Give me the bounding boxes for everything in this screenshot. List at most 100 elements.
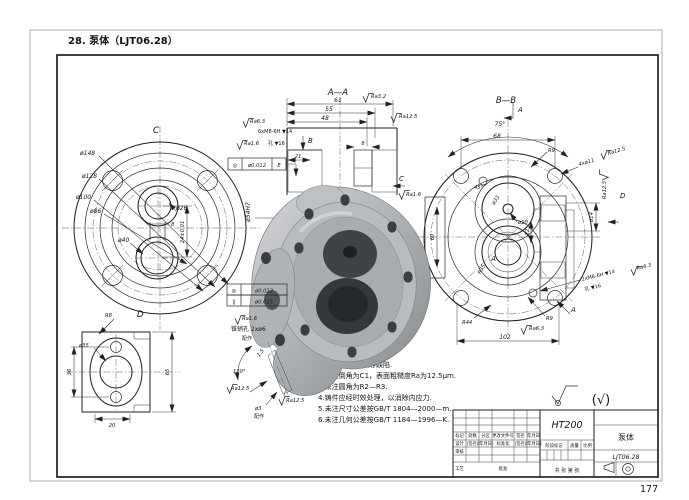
label-a-center: A xyxy=(490,255,496,263)
tb-approve: 批准 xyxy=(499,465,508,472)
tb-sign: 签名 xyxy=(516,432,525,439)
tolerance-frame-concentricity: ◎ ø0.012 E xyxy=(227,157,299,177)
ra63-label: Ra6.3 xyxy=(250,119,265,125)
pin-detail: Ra1.6 锥销孔 2xø6 配作 ◎ ø0.012 ∥ ø0.015 120°… xyxy=(226,283,305,420)
page-trim: 28. 泵体（LJT06.28） 177 xyxy=(29,29,663,495)
note-2: 2.未注倒角为C1，表面粗糙度Ra为12.5μm. xyxy=(318,371,456,380)
label-a-top: A xyxy=(517,106,523,114)
pump-body-3d-render xyxy=(249,185,431,396)
dim-55: 55 xyxy=(325,106,333,113)
label-b: B xyxy=(308,137,313,145)
projection-symbol xyxy=(603,462,634,476)
title-block: 标记 处数 分区 更改文件号 签名 年月日 设计 (签名) (年月日) 标准化 … xyxy=(452,385,659,478)
dim-45deg: 45° xyxy=(474,185,484,191)
bb-gear-chamber xyxy=(474,175,542,286)
dim-phi54h7: ø54H7 xyxy=(245,202,252,223)
tb-part-name: 泵体 xyxy=(618,432,634,442)
title-block-grid xyxy=(453,410,658,463)
ra125-top: Ra12.5 xyxy=(607,146,627,157)
tb-design: 设计 xyxy=(455,440,464,447)
dim-22: 22 xyxy=(525,229,531,236)
fit-note-a: 配作 xyxy=(254,413,264,420)
r8: R8 xyxy=(105,313,113,319)
par-value: ø0.015 xyxy=(254,300,274,306)
ra16-pin: Ra1.6 xyxy=(242,316,258,322)
pin-note: 锥销孔 2xø6 xyxy=(231,325,266,333)
drawing-frame xyxy=(56,54,659,478)
r44: R44 xyxy=(462,320,472,326)
dim-phi26: ø26 xyxy=(175,205,187,212)
finish-paren: (√) xyxy=(592,393,610,408)
label-d-arrow: D xyxy=(620,192,626,200)
label-c-arrow: C xyxy=(399,175,404,183)
dim-key-8: 8 xyxy=(171,222,175,228)
dim-phi3: ø3 xyxy=(254,406,261,412)
tolerance-frame-parallel: ∥ ø0.015 xyxy=(226,294,288,307)
page-caption: 28. 泵体（LJT06.28） xyxy=(68,34,178,47)
bb-side-port xyxy=(539,195,575,301)
tb-count: 处数 xyxy=(468,432,477,439)
hole-depth-note: 孔 ▼16 xyxy=(268,140,285,147)
tb-mass: 质量 xyxy=(570,442,579,449)
r9-top: R9 xyxy=(548,148,555,154)
dim-61: 61 xyxy=(334,97,342,104)
dim-phi10: ø10 xyxy=(517,220,528,226)
ra16-c-label: Ra1.6 xyxy=(406,192,422,198)
dim-phi148: ø148 xyxy=(79,150,95,157)
label-a-bottom: A xyxy=(570,306,576,314)
render-bolt-holes xyxy=(293,193,414,359)
ra16-label: Ra1.6 xyxy=(244,141,260,147)
tb-sign3: (签名) xyxy=(515,440,527,447)
tb-sheets: 共 张 第 张 xyxy=(555,467,580,474)
tb-date: 年月日 xyxy=(527,432,540,439)
page-number: 177 xyxy=(640,484,658,495)
dim-68: 68 xyxy=(493,133,501,140)
par-symbol: ∥ xyxy=(233,300,236,306)
tol-symbol: ◎ xyxy=(233,163,238,169)
ra32-label: Ra3.2 xyxy=(371,94,386,100)
surface-finish-mark: (√) xyxy=(551,385,610,408)
tb-mark: 标记 xyxy=(455,432,464,439)
conc-value: ø0.012 xyxy=(254,289,273,295)
dim-24: 24±0.01 xyxy=(180,221,186,244)
dim-60: 60 xyxy=(430,233,436,240)
ra125-label: Ra12.5 xyxy=(399,114,418,120)
gear-bores xyxy=(135,185,180,280)
tol-value: ø0.012 xyxy=(247,163,266,169)
ra63-right: Ra6.3 xyxy=(636,262,652,271)
thread-note: 6xM8-6H ▼14 xyxy=(258,129,292,135)
tb-sign2: (签名) xyxy=(467,440,479,447)
tb-stage: 阶段标记 xyxy=(545,442,563,449)
dim-8: 8 xyxy=(361,141,365,147)
dim-120deg: 120° xyxy=(233,369,246,375)
dim-phi35: ø35 xyxy=(78,343,89,349)
ra125-b: Ra12.5 xyxy=(286,398,305,404)
tb-standard: 标准化 xyxy=(497,440,511,447)
dim-phi100: ø100 xyxy=(75,194,91,201)
conc-symbol: ◎ xyxy=(232,289,237,295)
left-view: C ø148 ø128 ø100 ø86 ø40 ø26 8 24±0.01 xyxy=(62,126,262,330)
ra63-bottom: Ra6.3 xyxy=(529,326,544,332)
dim-phi128: ø128 xyxy=(81,173,97,180)
bb-thread-note: 2xM8-6H ▼14 xyxy=(581,269,616,283)
section-bb: B—B xyxy=(418,96,652,345)
dim-75deg: 75° xyxy=(495,121,506,128)
dim-phi33: ø33 xyxy=(490,195,501,207)
tb-scale: 比例 xyxy=(583,442,592,449)
pin-fit-note: 配作 xyxy=(242,335,252,342)
dim-1-5: 1.5 xyxy=(256,348,266,359)
tb-date3: (年月日) xyxy=(525,440,542,447)
ra125-a: Ra12.5 xyxy=(231,386,250,392)
view-d-label: D xyxy=(137,310,144,320)
r35: R35 xyxy=(477,263,487,275)
tb-date2: (年月日) xyxy=(477,440,494,447)
tb-material: HT200 xyxy=(551,420,582,431)
dim-48: 48 xyxy=(321,115,329,122)
bb-bolt-holes xyxy=(453,168,563,306)
dim-20: 20 xyxy=(109,423,116,429)
tb-docno: 更改文件号 xyxy=(492,432,513,439)
dim-phi40: ø40 xyxy=(117,237,129,244)
aa-title: A—A xyxy=(327,88,348,98)
